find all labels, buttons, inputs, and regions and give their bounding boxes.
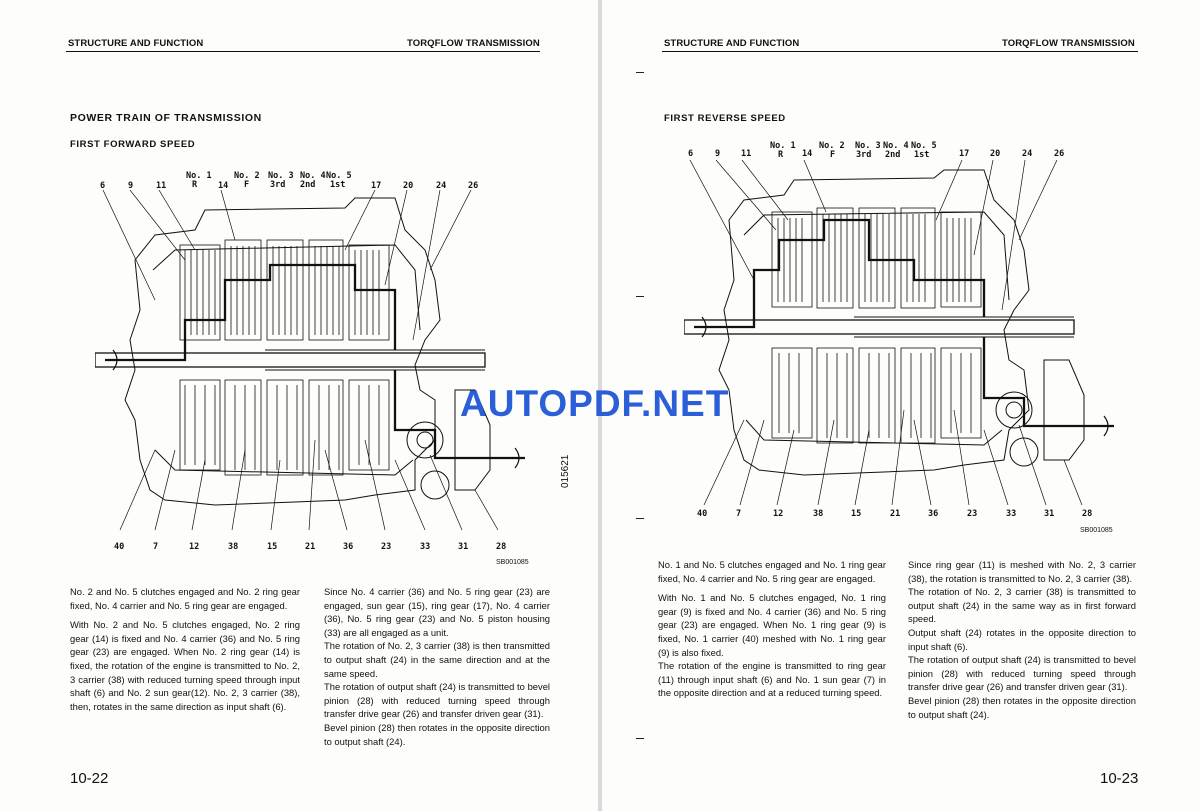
callout-21: 21 bbox=[305, 542, 316, 552]
header-rule bbox=[662, 51, 1138, 52]
callout-26: 26 bbox=[468, 181, 479, 191]
clutch-label-no2: No. 2 bbox=[234, 171, 260, 181]
figure-code: SB001085 bbox=[1080, 527, 1113, 534]
clutch-label-no5: No. 5 bbox=[911, 141, 937, 151]
header-left: STRUCTURE AND FUNCTION bbox=[68, 38, 204, 49]
callout-11: 11 bbox=[741, 149, 752, 159]
figure-code: SB001085 bbox=[496, 559, 529, 566]
paragraph: The rotation of output shaft (24) is tra… bbox=[324, 681, 550, 720]
clutch-label-f: F bbox=[244, 180, 250, 190]
callout-36: 36 bbox=[928, 509, 939, 519]
page-number: 10-23 bbox=[1100, 770, 1139, 787]
left-page: STRUCTURE AND FUNCTION TORQFLOW TRANSMIS… bbox=[0, 0, 598, 811]
clutch-label-1st: 1st bbox=[914, 150, 930, 160]
callout-9: 9 bbox=[128, 181, 134, 191]
callout-38: 38 bbox=[813, 509, 824, 519]
paragraph: Bevel pinion (28) then rotates in the op… bbox=[324, 721, 550, 747]
callout-38: 38 bbox=[228, 542, 239, 552]
header-left: STRUCTURE AND FUNCTION bbox=[664, 38, 800, 49]
paragraph: With No. 2 and No. 5 clutches engaged, N… bbox=[70, 619, 300, 712]
callout-11: 11 bbox=[156, 181, 167, 191]
header-right: TORQFLOW TRANSMISSION bbox=[1002, 38, 1135, 49]
callout-14: 14 bbox=[802, 149, 813, 159]
clutch-label-3rd: 3rd bbox=[270, 180, 286, 190]
paragraph: The rotation of No. 2, 3 carrier (38) is… bbox=[908, 586, 1136, 625]
header-rule bbox=[66, 51, 540, 52]
callout-7: 7 bbox=[153, 542, 159, 552]
callout-17: 17 bbox=[959, 149, 970, 159]
callout-17: 17 bbox=[371, 181, 382, 191]
edge-mark bbox=[636, 72, 644, 73]
callout-9: 9 bbox=[715, 149, 721, 159]
callout-31: 31 bbox=[458, 542, 469, 552]
callout-20: 20 bbox=[990, 149, 1001, 159]
clutch-label-2nd: 2nd bbox=[300, 180, 316, 190]
callout-24: 24 bbox=[1022, 149, 1033, 159]
clutch-label-2nd: 2nd bbox=[885, 150, 901, 160]
callout-23: 23 bbox=[967, 509, 978, 519]
callout-14: 14 bbox=[218, 181, 229, 191]
callout-33: 33 bbox=[420, 542, 431, 552]
callout-28: 28 bbox=[496, 542, 507, 552]
callout-20: 20 bbox=[403, 181, 414, 191]
clutch-label-no2: No. 2 bbox=[819, 141, 845, 151]
page-number: 10-22 bbox=[70, 770, 109, 787]
clutch-label-no4: No. 4 bbox=[300, 171, 326, 181]
callout-24: 24 bbox=[436, 181, 447, 191]
callout-26: 26 bbox=[1054, 149, 1065, 159]
section-title: POWER TRAIN OF TRANSMISSION bbox=[70, 112, 262, 124]
watermark: AUTOPDF.NET bbox=[460, 383, 730, 424]
callout-15: 15 bbox=[267, 542, 278, 552]
callout-6: 6 bbox=[688, 149, 694, 159]
clutch-label-3rd: 3rd bbox=[856, 150, 872, 160]
right-page: STRUCTURE AND FUNCTION TORQFLOW TRANSMIS… bbox=[602, 0, 1200, 811]
clutch-label-no1: No. 1 bbox=[770, 141, 796, 151]
callout-12: 12 bbox=[773, 509, 784, 519]
callout-31: 31 bbox=[1044, 509, 1055, 519]
clutch-label-no5: No. 5 bbox=[326, 171, 352, 181]
edge-mark bbox=[636, 518, 644, 519]
callout-40: 40 bbox=[114, 542, 125, 552]
clutch-label-f: F bbox=[830, 150, 836, 160]
paragraph: Since No. 4 carrier (36) and No. 5 ring … bbox=[324, 586, 550, 638]
callout-23: 23 bbox=[381, 542, 392, 552]
clutch-label-no3: No. 3 bbox=[855, 141, 881, 151]
paragraph: No. 1 and No. 5 clutches engaged and No.… bbox=[658, 559, 886, 584]
transmission-diagram-forward bbox=[95, 190, 545, 540]
subsection-title: FIRST FORWARD SPEED bbox=[70, 139, 196, 150]
transmission-diagram-reverse bbox=[684, 160, 1124, 505]
paragraph: No. 2 and No. 5 clutches engaged and No.… bbox=[70, 586, 300, 611]
clutch-label-no1: No. 1 bbox=[186, 171, 212, 181]
paragraph: Bevel pinion (28) then rotates in the op… bbox=[908, 694, 1136, 720]
header-right: TORQFLOW TRANSMISSION bbox=[407, 38, 540, 49]
side-figure-code: 015621 bbox=[560, 454, 571, 488]
paragraph: The rotation of the engine is transmitte… bbox=[658, 660, 886, 699]
text-column-1: No. 1 and No. 5 clutches engaged and No.… bbox=[658, 558, 886, 700]
callout-28: 28 bbox=[1082, 509, 1093, 519]
text-column-2: Since No. 4 carrier (36) and No. 5 ring … bbox=[324, 585, 550, 748]
callout-33: 33 bbox=[1006, 509, 1017, 519]
edge-mark bbox=[636, 738, 644, 739]
text-column-1: No. 2 and No. 5 clutches engaged and No.… bbox=[70, 585, 300, 719]
paragraph: Since ring gear (11) is meshed with No. … bbox=[908, 559, 1136, 584]
clutch-label-r: R bbox=[778, 150, 784, 160]
clutch-label-r: R bbox=[192, 180, 198, 190]
paragraph: The rotation of output shaft (24) is tra… bbox=[908, 654, 1136, 693]
subsection-title: FIRST REVERSE SPEED bbox=[664, 113, 786, 124]
paragraph: Output shaft (24) rotates in the opposit… bbox=[908, 626, 1136, 652]
callout-7: 7 bbox=[736, 509, 742, 519]
callout-40: 40 bbox=[697, 509, 708, 519]
callout-36: 36 bbox=[343, 542, 354, 552]
edge-mark bbox=[636, 296, 644, 297]
clutch-label-1st: 1st bbox=[330, 180, 346, 190]
clutch-label-no4: No. 4 bbox=[883, 141, 909, 151]
callout-21: 21 bbox=[890, 509, 901, 519]
paragraph: The rotation of No. 2, 3 carrier (38) is… bbox=[324, 640, 550, 679]
callout-6: 6 bbox=[100, 181, 106, 191]
text-column-2: Since ring gear (11) is meshed with No. … bbox=[908, 558, 1136, 721]
callout-15: 15 bbox=[851, 509, 862, 519]
paragraph: With No. 1 and No. 5 clutches engaged, N… bbox=[658, 592, 886, 658]
callout-12: 12 bbox=[189, 542, 200, 552]
clutch-label-no3: No. 3 bbox=[268, 171, 294, 181]
